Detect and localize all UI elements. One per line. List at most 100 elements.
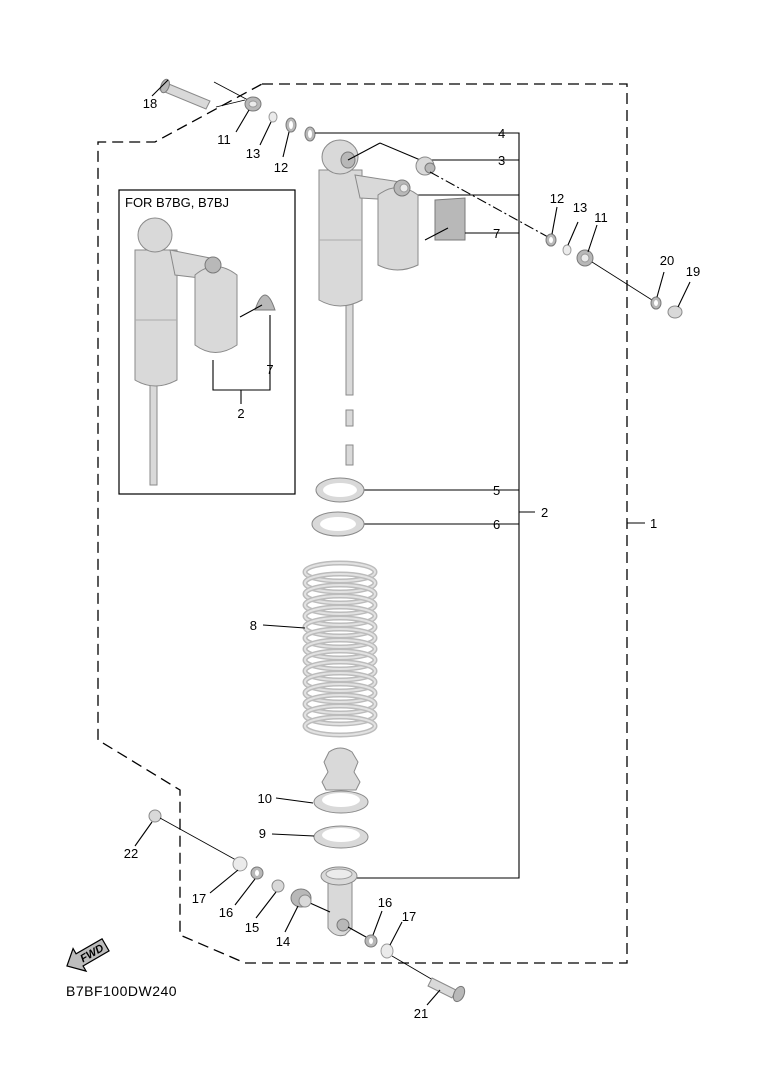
locknut-6 — [311, 511, 365, 537]
pivot-line-2 — [379, 142, 426, 163]
adjuster-nut-5 — [315, 477, 365, 503]
callout-12-right: 12 — [550, 191, 564, 206]
spring-coil — [304, 639, 376, 659]
leader-20 — [656, 271, 665, 298]
collar-15 — [271, 879, 285, 893]
leader-22 — [134, 821, 153, 847]
spring-coil — [304, 606, 376, 626]
spring-coil — [304, 562, 376, 582]
diagram-code: B7BF100DW240 — [66, 983, 177, 999]
leader-10 — [275, 797, 314, 804]
spring-coil — [304, 716, 376, 736]
leader-18 — [151, 79, 169, 97]
leader-9 — [271, 833, 315, 837]
washer-13-right — [562, 244, 572, 256]
callout-13-left: 13 — [246, 146, 260, 161]
leader-13-right — [567, 221, 579, 246]
spring-coil — [304, 683, 376, 703]
leader-12-left — [282, 131, 290, 158]
nut-11-left — [244, 96, 262, 112]
spring-coil — [304, 595, 376, 615]
callout-7: 7 — [493, 226, 500, 241]
leader-17-left — [209, 869, 239, 894]
spring-coil — [304, 661, 376, 681]
axis-bearing — [309, 902, 331, 913]
leader-16-left — [234, 878, 256, 906]
leader-21 — [426, 989, 441, 1006]
label-cover-7 — [434, 197, 466, 241]
forward-arrow-icon: FWD — [66, 937, 110, 973]
spring-coil — [304, 650, 376, 670]
leader-8 — [262, 624, 306, 629]
callout-18: 18 — [143, 96, 157, 111]
leader-19 — [677, 281, 691, 308]
callout-17-right: 17 — [402, 909, 416, 924]
callout-16-right: 16 — [378, 895, 392, 910]
callout-6: 6 — [493, 517, 500, 532]
variant-inset: FOR B7BG, B7BJ 7 2 — [118, 189, 296, 495]
washer-17-right — [380, 943, 394, 959]
callout-8: 8 — [250, 618, 257, 633]
leader-13-left — [259, 121, 272, 146]
pivot-line — [347, 142, 381, 161]
callout-3: 3 — [498, 153, 505, 168]
callout-9: 9 — [259, 826, 266, 841]
nut-11-right — [576, 249, 594, 267]
axis-line-lower-right — [391, 955, 434, 981]
washer-17-left — [232, 856, 248, 872]
spring-coil — [304, 584, 376, 604]
spring-coil — [304, 573, 376, 593]
callout-1: 1 — [650, 516, 657, 531]
spring-coil — [304, 705, 376, 725]
callout-20: 20 — [660, 253, 674, 268]
spring-coil — [304, 694, 376, 714]
leader-12-right — [551, 206, 558, 235]
callout-14: 14 — [276, 934, 290, 949]
callout-11-right: 11 — [594, 210, 608, 225]
bearing-14 — [290, 888, 312, 908]
axis-line-upper — [429, 171, 549, 238]
axis-line-right — [591, 261, 653, 301]
lower-clevis — [320, 866, 358, 937]
inset-shock-body — [134, 217, 238, 486]
inset-callout-2: 2 — [237, 406, 244, 421]
callout-2: 2 — [541, 505, 548, 520]
axis-lower — [347, 926, 367, 938]
leader-7-pointer — [424, 227, 449, 241]
coil-spring-8 — [302, 560, 378, 738]
callout-5: 5 — [493, 483, 500, 498]
leader-17-right — [389, 921, 403, 946]
leader-15 — [255, 891, 277, 919]
callout-22: 22 — [124, 846, 138, 861]
callout-13-right: 13 — [573, 200, 587, 215]
axis-line-top-left — [213, 81, 249, 101]
fwd-label: FWD — [78, 942, 106, 965]
bolt-18 — [159, 78, 246, 110]
retainer-9 — [313, 825, 369, 849]
leader-11-right — [587, 224, 598, 253]
bump-stop — [321, 747, 361, 791]
spring-coil — [304, 672, 376, 692]
callout-16-left: 16 — [219, 905, 233, 920]
callout-17-left: 17 — [192, 891, 206, 906]
spring-coil — [304, 628, 376, 648]
cap-22 — [148, 809, 162, 823]
cap-19 — [667, 305, 683, 319]
callout-12-left: 12 — [274, 160, 288, 175]
callout-11-left: 11 — [217, 132, 231, 147]
spring-coil — [304, 617, 376, 637]
shock-absorber-body — [318, 139, 419, 466]
washer-13-left — [268, 111, 278, 123]
axis-line-lower-left — [159, 817, 237, 861]
leader-14 — [284, 905, 299, 933]
leader-16-right — [372, 910, 383, 936]
callout-15: 15 — [245, 920, 259, 935]
inset-callout-7: 7 — [266, 362, 273, 377]
inset-title: FOR B7BG, B7BJ — [125, 195, 229, 210]
bushing-3 — [415, 156, 436, 176]
callout-19: 19 — [686, 264, 700, 279]
spring-seat-10 — [313, 790, 369, 814]
callout-10: 10 — [258, 791, 272, 806]
callout-21: 21 — [414, 1006, 428, 1021]
